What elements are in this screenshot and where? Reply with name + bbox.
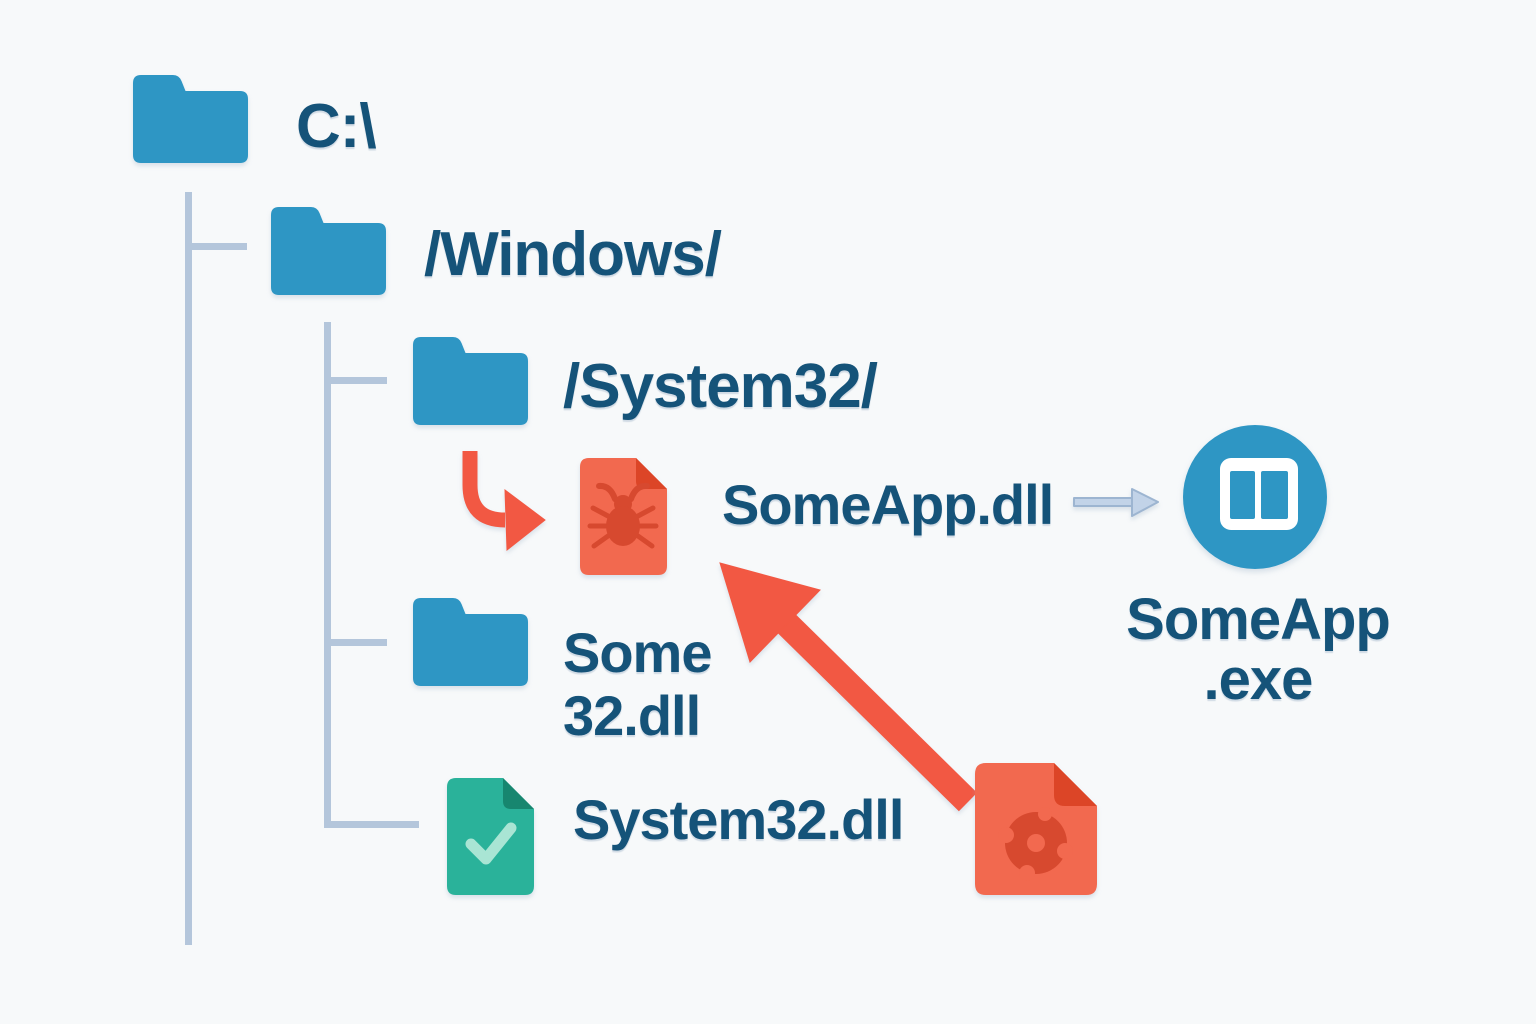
checkmark-glyph [465,822,517,865]
label-system32: /System32/ [563,352,878,421]
label-someapp-exe-line1: SomeApp [1126,587,1391,652]
label-system32-dll: System32.dll [573,788,904,851]
label-some32dll-line1: Some [563,621,712,684]
label-someapp-exe-line2: .exe [1203,646,1314,712]
hijack-arrow-icon [700,545,1000,830]
folder-icon-windows [271,207,386,295]
bug-file-icon-someapp-dll [580,458,667,580]
tree-branch-system32 [324,377,387,384]
folder-icon-c-drive [133,75,248,163]
drop-curved-arrow-icon [450,445,560,570]
label-windows: /Windows/ [424,220,722,289]
label-someapp-exe: SomeApp.exe [1098,590,1418,709]
saw-blade-glyph [998,807,1073,881]
label-some32dll-line2: 32.dll [563,684,701,747]
load-arrow-icon [1072,485,1162,526]
malware-saw-file-icon [975,763,1097,900]
tree-branch-some32dll [324,639,387,646]
tree-line-windows-vertical [324,322,331,828]
tree-line-root-vertical [185,192,192,945]
tree-branch-system32dll [324,821,419,828]
label-someapp-dll: SomeApp.dll [722,473,1054,536]
window-pane-left [1230,471,1255,519]
window-pane-right [1260,471,1288,519]
bug-glyph [587,482,659,549]
folder-icon-some32dll [413,598,528,686]
tree-branch-windows [185,243,247,250]
check-file-icon-system32-dll [447,778,534,900]
label-c-drive: C:\ [296,92,377,161]
window-icon [1220,458,1298,530]
folder-icon-system32 [413,337,528,425]
